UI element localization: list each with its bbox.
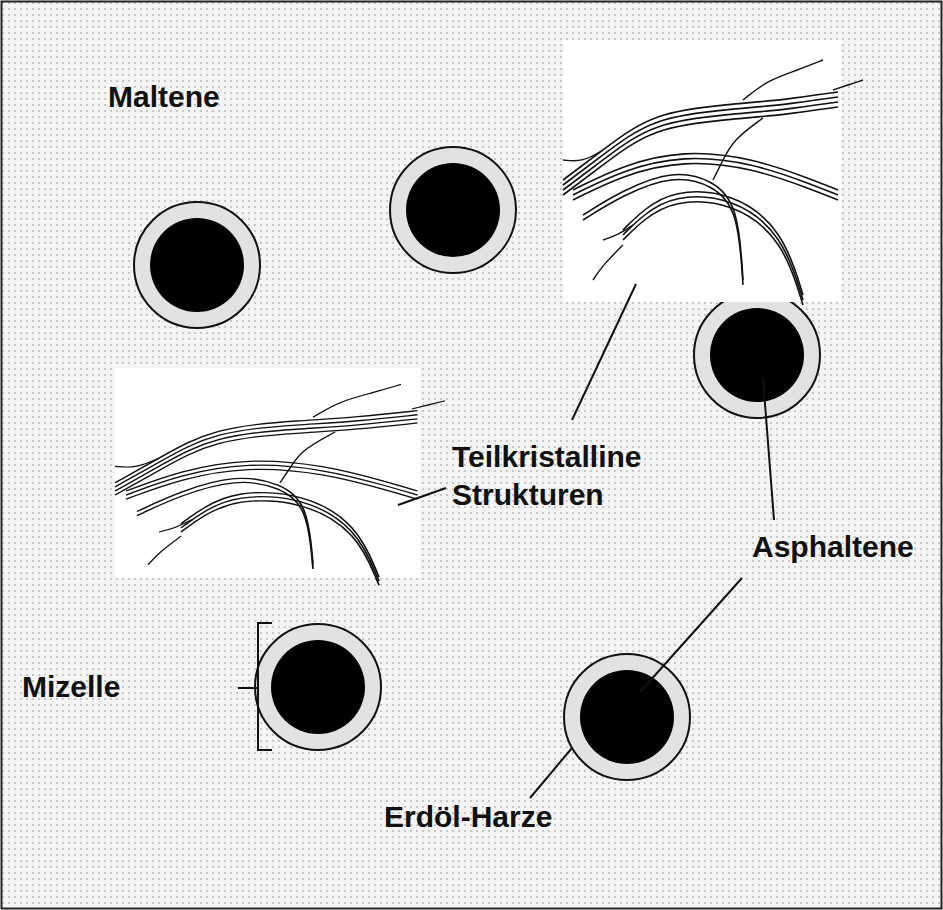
part-label: Mizelle bbox=[22, 668, 120, 706]
chain-tail bbox=[743, 60, 823, 100]
asphaltene-core bbox=[580, 670, 674, 764]
leader-line bbox=[763, 378, 774, 520]
chain-stroke bbox=[137, 482, 313, 568]
chain-tail bbox=[563, 150, 603, 161]
chain-stroke bbox=[181, 497, 379, 581]
chain-stroke bbox=[137, 478, 313, 564]
part-label: Teilkristalline Strukturen bbox=[452, 438, 702, 514]
resin-shell bbox=[390, 147, 516, 273]
chain-tail bbox=[713, 118, 763, 180]
chain-stroke bbox=[563, 102, 838, 190]
leader-line bbox=[238, 687, 258, 689]
chain-stroke bbox=[115, 415, 418, 487]
resin-shell bbox=[134, 202, 260, 328]
chain-tail bbox=[115, 458, 159, 467]
leader-line bbox=[398, 488, 446, 505]
chain-stroke bbox=[573, 164, 838, 200]
part-label: Asphaltene bbox=[752, 528, 914, 566]
leader-line bbox=[530, 748, 572, 798]
crystalline-panel bbox=[563, 40, 841, 302]
chain-tail bbox=[833, 80, 863, 90]
asphaltene-core bbox=[710, 308, 804, 402]
chain-stroke bbox=[583, 175, 743, 280]
chain-tail bbox=[603, 225, 633, 240]
resin-shell bbox=[564, 654, 690, 780]
chain-stroke bbox=[623, 192, 803, 295]
asphaltene-core bbox=[406, 163, 500, 257]
leader-line bbox=[572, 284, 636, 420]
chain-stroke bbox=[563, 107, 838, 195]
chain-tail bbox=[148, 536, 181, 565]
chain-tail bbox=[593, 245, 623, 280]
chain-stroke bbox=[115, 411, 418, 483]
resin-shell bbox=[255, 624, 381, 750]
asphaltene-core bbox=[271, 640, 365, 734]
resin-shell bbox=[694, 292, 820, 418]
chain-tail bbox=[313, 384, 401, 417]
chain-stroke bbox=[181, 501, 379, 585]
chain-stroke bbox=[115, 419, 418, 491]
asphaltene-core bbox=[150, 218, 244, 312]
part-label: Maltene bbox=[108, 78, 220, 116]
chain-stroke bbox=[623, 202, 803, 305]
chain-stroke bbox=[115, 423, 418, 495]
part-label: Erdöl-Harze bbox=[384, 798, 552, 836]
chain-tail bbox=[159, 520, 192, 532]
crystalline-panel bbox=[115, 368, 420, 578]
chain-stroke bbox=[126, 469, 418, 499]
chain-stroke bbox=[583, 180, 743, 285]
crystalline-structure bbox=[563, 60, 863, 305]
leader-line bbox=[640, 578, 742, 692]
crystalline-structure bbox=[115, 384, 445, 585]
chain-tail bbox=[280, 432, 335, 483]
leader-lines bbox=[238, 284, 774, 798]
chain-stroke bbox=[563, 92, 838, 180]
chain-tail bbox=[412, 401, 445, 409]
chain-stroke bbox=[563, 97, 838, 185]
chain-stroke bbox=[623, 197, 803, 300]
chain-stroke bbox=[181, 493, 379, 577]
bracket bbox=[258, 623, 272, 750]
